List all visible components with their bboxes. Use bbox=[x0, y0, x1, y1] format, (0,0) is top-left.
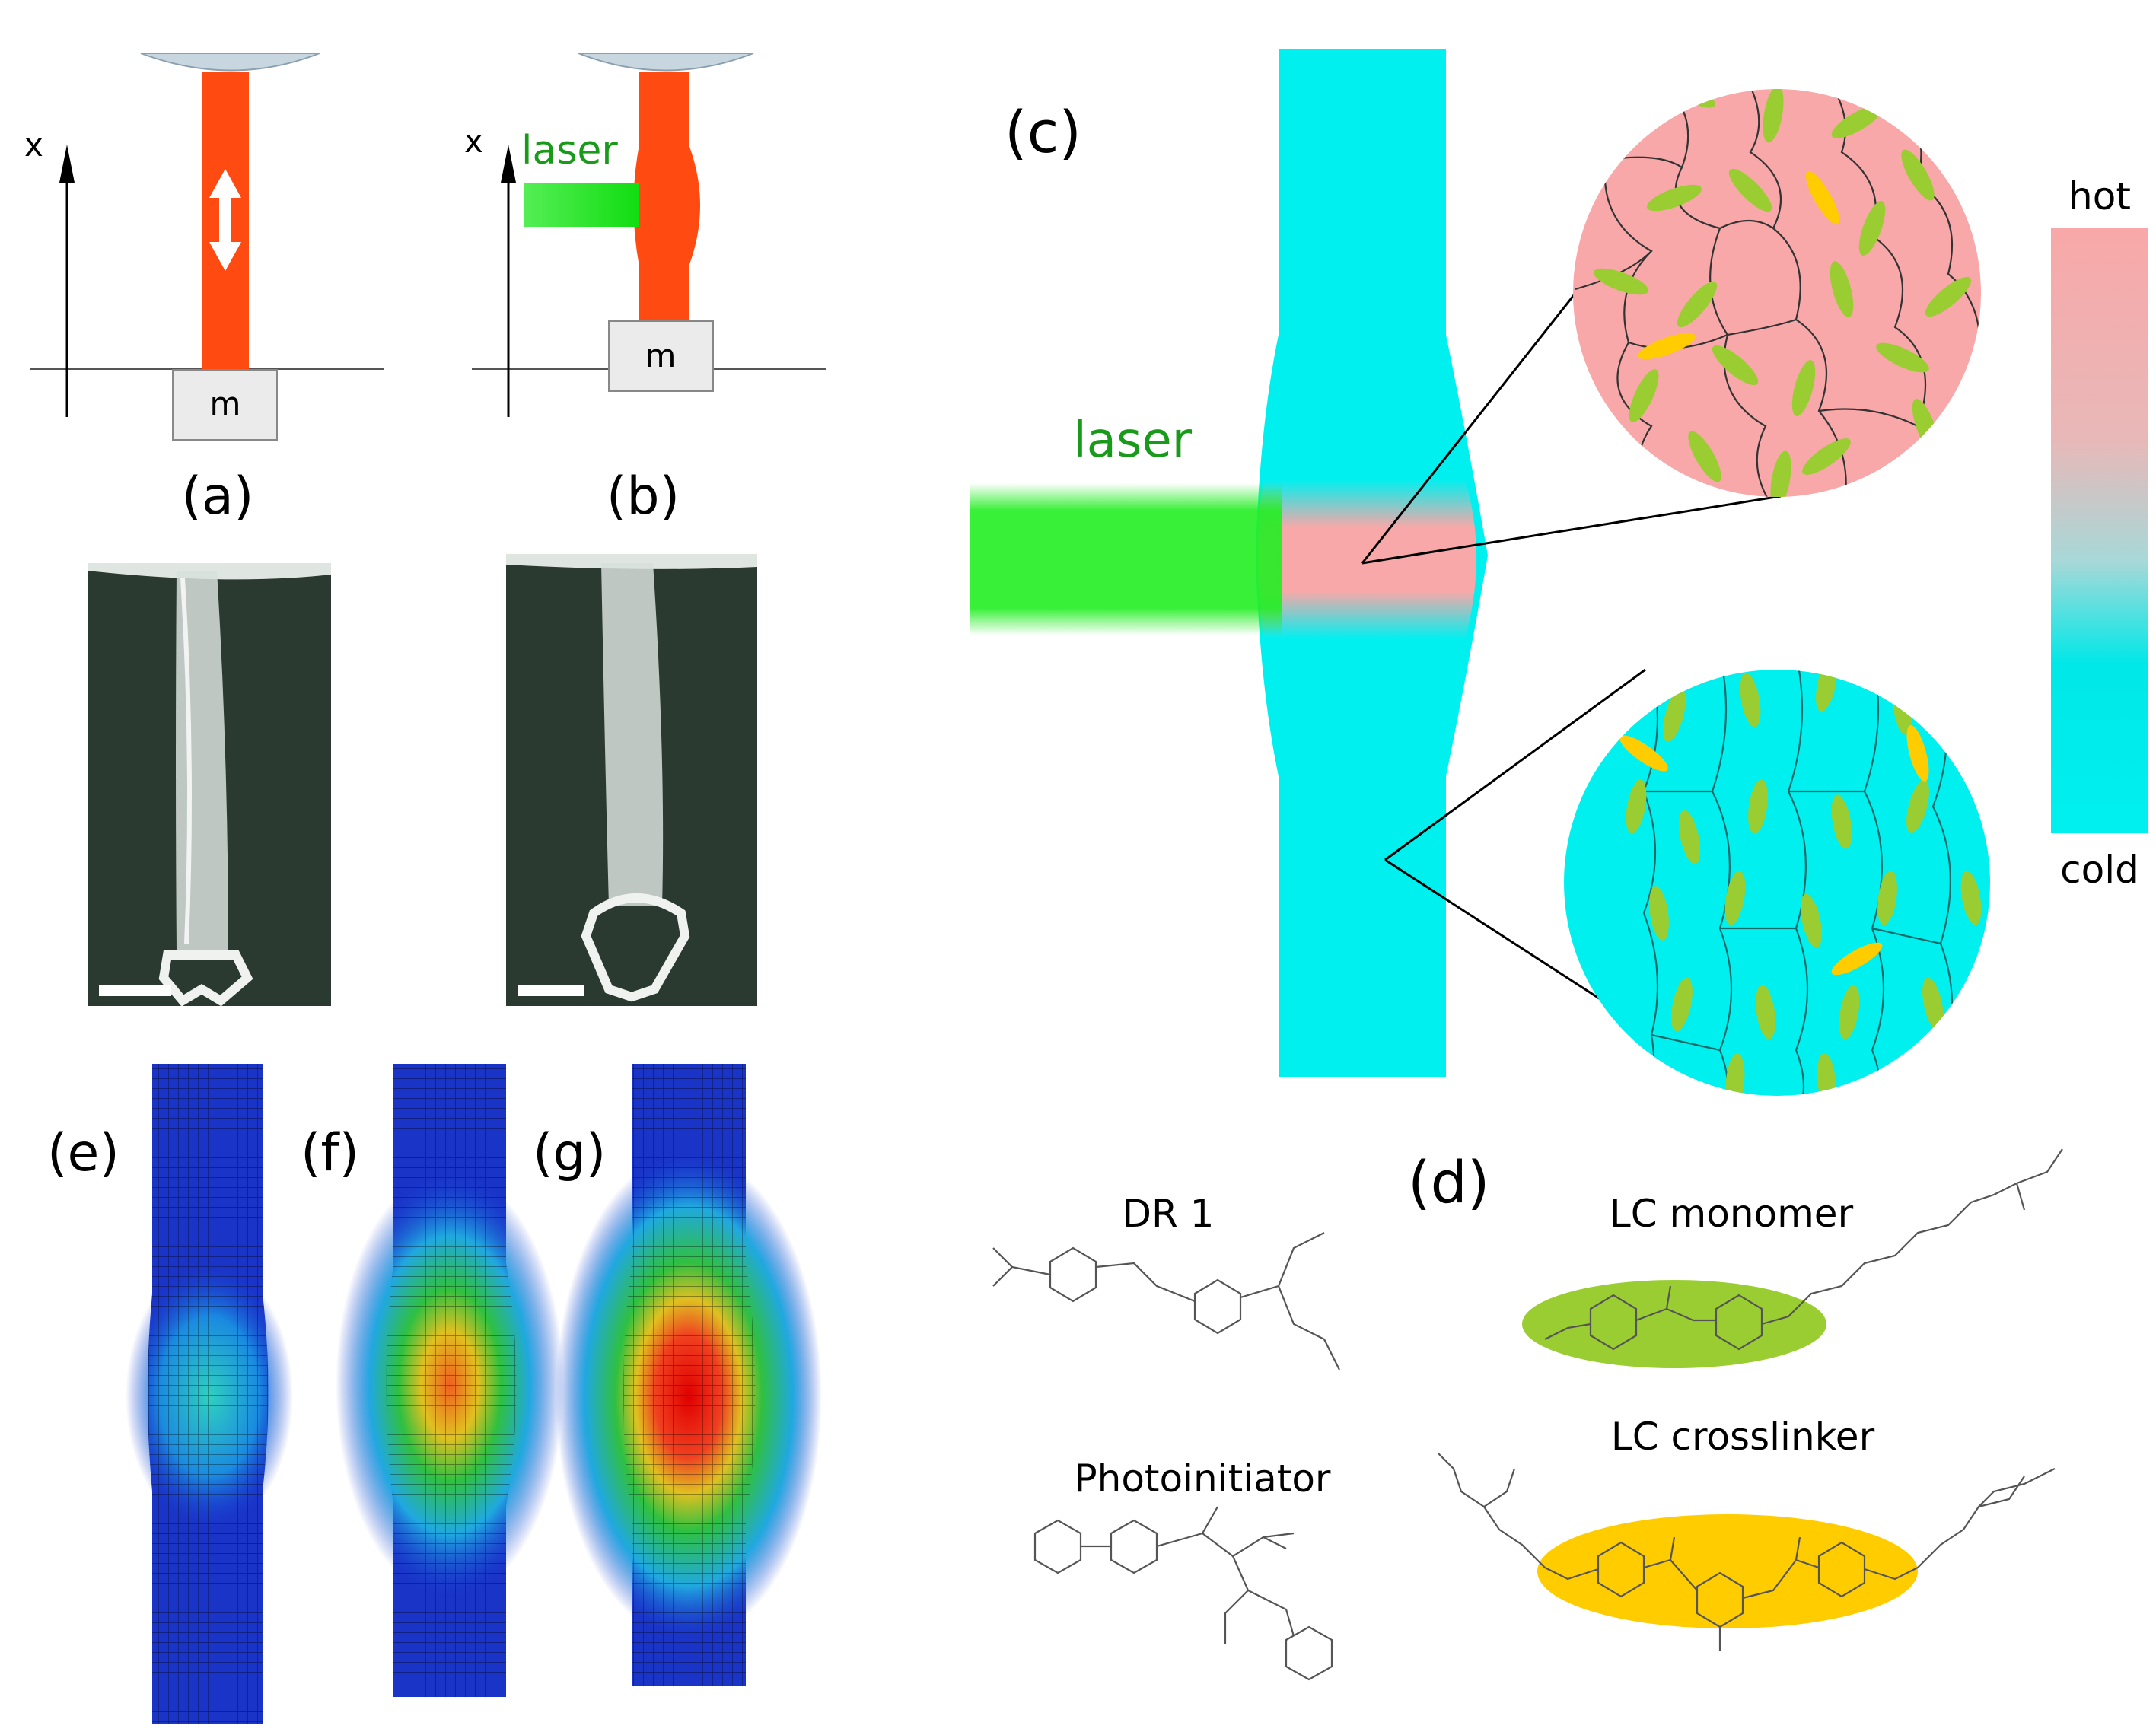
panel-f: (f) bbox=[301, 1064, 564, 1697]
scale-bar bbox=[518, 985, 584, 996]
clamp-top bbox=[140, 53, 320, 72]
scale-bar bbox=[99, 985, 171, 996]
laser-beam-b bbox=[524, 183, 639, 227]
panel-c: (c) laser bbox=[970, 49, 2148, 1096]
label-lc-crosslinker: LC crosslinker bbox=[1611, 1415, 1875, 1459]
label-photoinitiator: Photoinitiator bbox=[1075, 1456, 1331, 1501]
laser-label-c: laser bbox=[1073, 412, 1193, 469]
panel-g: (g) bbox=[533, 1064, 822, 1686]
zoom-circle-cold bbox=[1564, 670, 1990, 1096]
photo-a bbox=[88, 563, 331, 1007]
tag-d: (d) bbox=[1408, 1148, 1490, 1216]
scale-cold-label: cold bbox=[2060, 848, 2139, 892]
panel-b: x laser m (b) bbox=[464, 53, 826, 527]
tag-a: (a) bbox=[182, 466, 254, 527]
double-arrow-icon bbox=[209, 169, 241, 271]
label-lc-monomer: LC monomer bbox=[1610, 1192, 1854, 1236]
temperature-scale bbox=[2051, 228, 2148, 833]
axis-label-x: x bbox=[464, 123, 483, 160]
mass-block bbox=[608, 320, 714, 392]
axis-label-x: x bbox=[24, 126, 43, 164]
panel-e: (e) bbox=[47, 1064, 293, 1724]
tag-f: (f) bbox=[301, 1123, 359, 1183]
zoom-circle-hot bbox=[1573, 89, 1981, 497]
tag-e: (e) bbox=[47, 1123, 119, 1183]
mass-label: m bbox=[210, 385, 241, 422]
dr1-structure bbox=[992, 1232, 1340, 1370]
mass-label: m bbox=[645, 337, 677, 374]
panel-d: (d) DR 1 Photoinitiator LC monomer LC cr… bbox=[992, 1148, 2063, 1681]
lc-strip-bent bbox=[633, 72, 700, 327]
hot-band bbox=[1257, 479, 1476, 639]
panel-a: x m (a) bbox=[24, 53, 384, 527]
mass-block bbox=[172, 369, 278, 441]
photoinitiator-structure bbox=[1033, 1506, 1333, 1681]
photo-b bbox=[506, 554, 757, 1006]
scale-hot-label: hot bbox=[2068, 174, 2131, 218]
label-dr1: DR 1 bbox=[1123, 1192, 1215, 1236]
lc-monomer-structure bbox=[1522, 1148, 2063, 1368]
tag-g: (g) bbox=[533, 1123, 606, 1183]
tag-b: (b) bbox=[607, 466, 680, 527]
tag-c: (c) bbox=[1005, 98, 1081, 166]
laser-label-b: laser bbox=[521, 128, 618, 174]
lc-crosslinker-structure bbox=[1438, 1453, 2056, 1651]
laser-beam-c bbox=[970, 483, 1282, 635]
